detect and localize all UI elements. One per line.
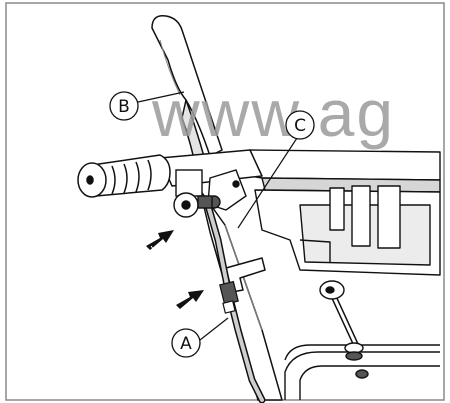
lever-pivot (173, 169, 247, 218)
callout-a: A (171, 328, 201, 358)
pointer-arrow-upper (146, 230, 174, 253)
callout-c-label: C (294, 116, 306, 136)
control-cable (204, 201, 266, 403)
pointer-arrow-lower (176, 290, 204, 309)
watermark: www.ag (151, 76, 395, 150)
callout-c: C (285, 110, 315, 140)
handle-grip (77, 154, 171, 198)
callout-b: B (109, 91, 139, 121)
shift-lever (319, 280, 369, 379)
machine-body (199, 149, 441, 400)
callout-b-label: B (118, 97, 130, 117)
callout-a-label: A (180, 334, 192, 354)
leader-lines (137, 91, 298, 341)
